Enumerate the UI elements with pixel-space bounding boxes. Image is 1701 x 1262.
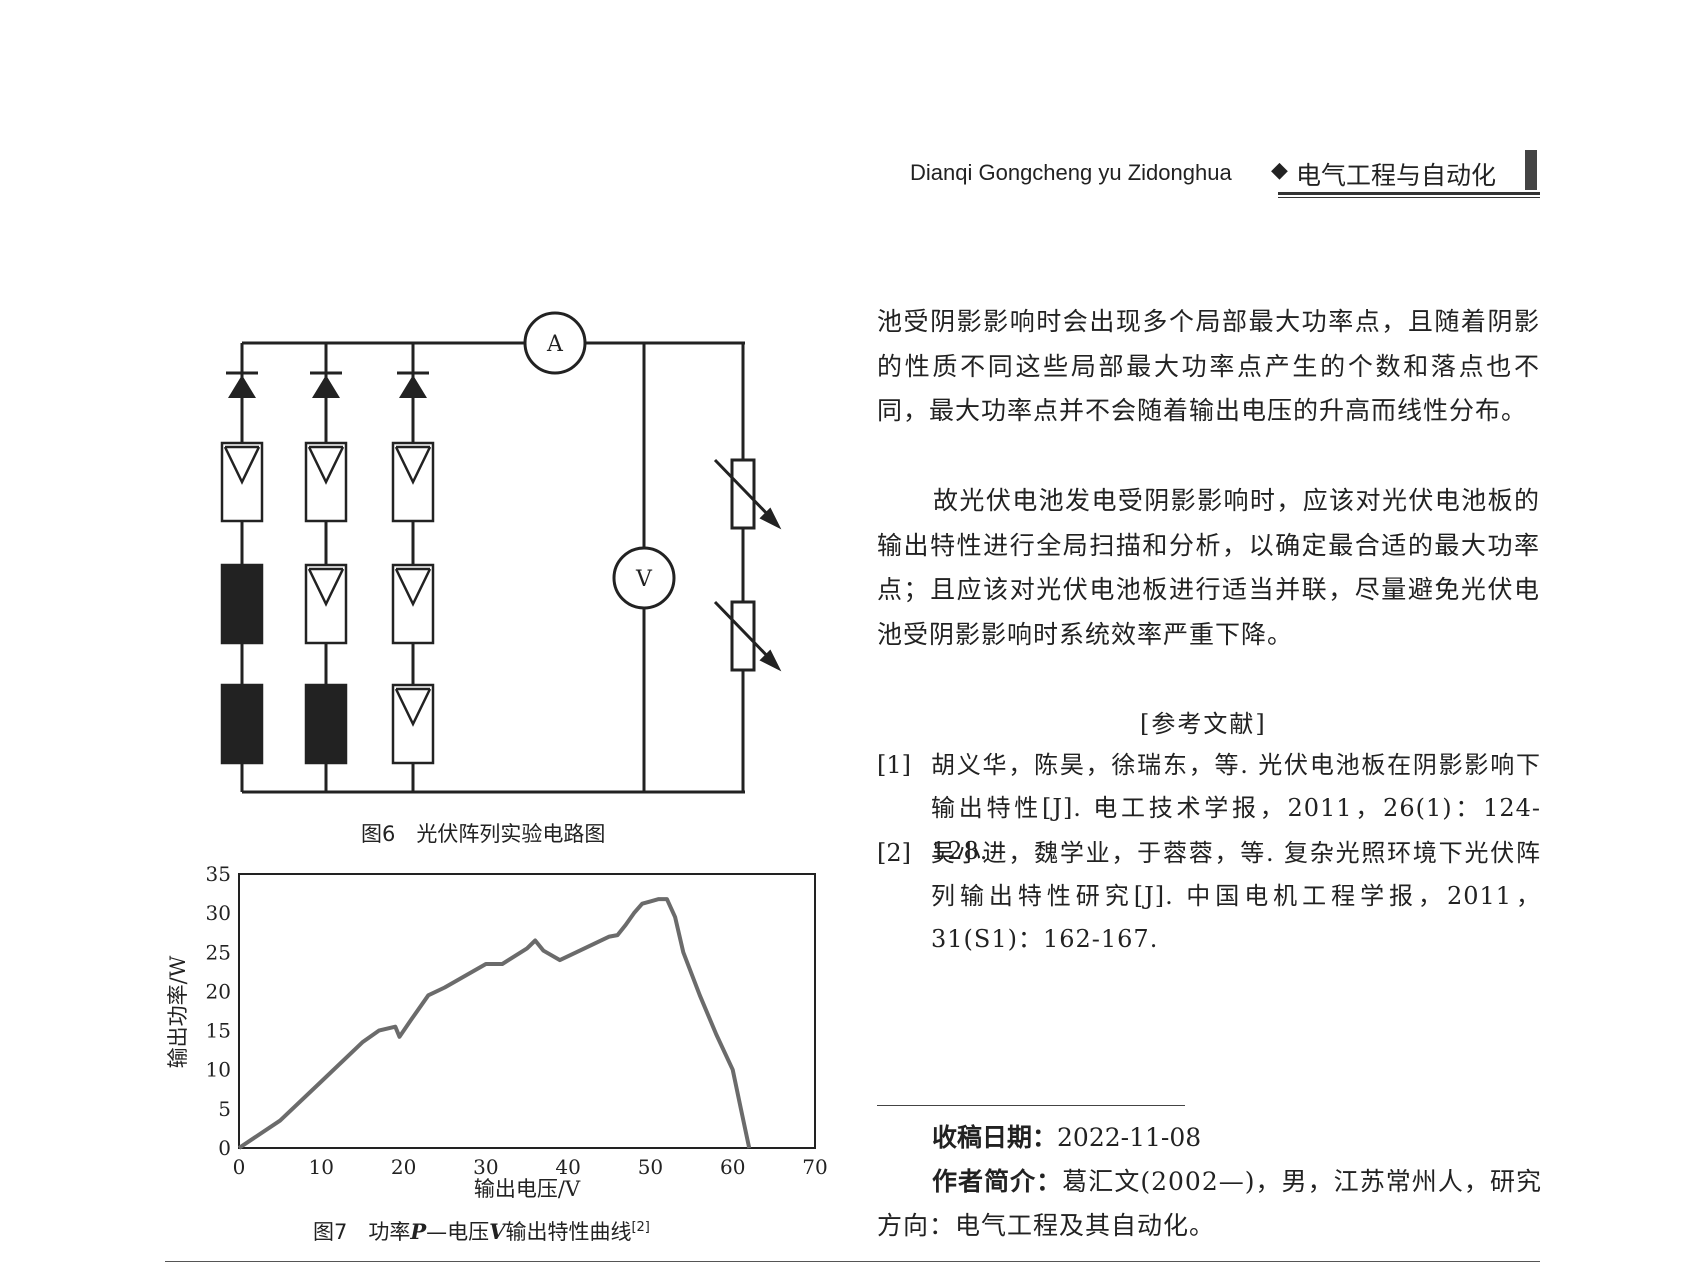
references-heading: [参考文献] [1140, 710, 1267, 738]
plot-frame [238, 873, 816, 1149]
pv-cell-icon-3-1 [391, 441, 435, 523]
pv-cell-icon-2-2 [304, 563, 348, 645]
received-label: 收稿日期： [932, 1123, 1058, 1152]
pv-cell-shaded-icon-2-3 [304, 683, 348, 765]
footnote-rule [877, 1105, 1185, 1106]
pv-cell-icon-3-3 [391, 683, 435, 765]
x-tick-label: 30 [473, 1155, 498, 1179]
y-tick-label: 35 [206, 862, 231, 886]
figure7-caption: 图7 功率P—电压V输出特性曲线[2] [313, 1216, 650, 1246]
paragraph-2: 故光伏电池发电受阴影影响时，应该对光伏电池板的输出特性进行全局扫描和分析，以确定… [877, 486, 1540, 649]
y-tick-label: 5 [218, 1097, 231, 1121]
pv-cell-icon-3-2 [391, 563, 435, 645]
header-block-marker [1525, 150, 1537, 190]
y-axis-label: 输出功率/W [166, 955, 190, 1068]
reference-item-2: [2] 吴小进，魏学业，于蓉蓉，等. 复杂光照环境下光伏阵列输出特性研究[J].… [877, 832, 1542, 962]
y-tick-label: 30 [206, 901, 231, 925]
x-axis-label: 输出电压/V [474, 1177, 581, 1201]
figure6-circuit-diagram: A V [220, 311, 782, 794]
diode-icon-2 [310, 371, 342, 398]
caption-symbol-v: V [489, 1219, 506, 1244]
x-tick-label: 40 [555, 1155, 580, 1179]
x-tick-label: 20 [391, 1155, 416, 1179]
pv-cell-shaded-icon-1-3 [220, 683, 264, 765]
x-tick-label: 60 [720, 1155, 745, 1179]
reference-text: 吴小进，魏学业，于蓉蓉，等. 复杂光照环境下光伏阵列输出特性研究[J]. 中国电… [931, 839, 1541, 953]
y-tick-label: 10 [206, 1058, 231, 1082]
journal-chinese-title: 电气工程与自动化 [1296, 161, 1497, 190]
paragraph-1: 池受阴影影响时会出现多个局部最大功率点，且随着阴影的性质不同这些局部最大功率点产… [877, 307, 1540, 425]
x-tick-label: 50 [638, 1155, 663, 1179]
diode-icon-1 [226, 371, 258, 398]
voltmeter-icon: V [612, 546, 676, 610]
reference-number: [1] [877, 751, 911, 779]
header-rule-thick [1278, 192, 1540, 195]
header-rule-thin [1278, 197, 1540, 198]
figure6-caption: 图6 光伏阵列实验电路图 [361, 822, 606, 846]
running-header: Dianqi Gongcheng yu Zidonghua ◆ 电气工程与自动化 [910, 150, 1550, 202]
author-value: 葛汇文(2002—)，男，江苏常州人，研究方向：电气工程及其自动化。 [877, 1167, 1542, 1240]
author-bio: 作者简介：葛汇文(2002—)，男，江苏常州人，研究方向：电气工程及其自动化。 [877, 1160, 1542, 1248]
caption-prefix: 图7 功率 [313, 1220, 411, 1244]
voltmeter-label: V [635, 567, 653, 592]
pv-cell-icon-2-1 [304, 441, 348, 523]
x-tick-label: 0 [233, 1155, 246, 1179]
ammeter-label: A [546, 332, 564, 357]
variable-resistor-icon-2 [713, 600, 782, 672]
y-tick-label: 15 [206, 1019, 231, 1043]
y-tick-label: 20 [206, 979, 231, 1003]
caption-mid: —电压 [426, 1220, 490, 1244]
caption-citation: [2] [631, 1220, 650, 1235]
received-date: 收稿日期：2022-11-08 [877, 1116, 1542, 1160]
x-tick-label: 10 [309, 1155, 334, 1179]
received-value: 2022-11-08 [1057, 1123, 1202, 1152]
reference-number: [2] [877, 839, 911, 867]
diamond-separator-icon: ◆ [1271, 158, 1288, 183]
journal-pinyin: Dianqi Gongcheng yu Zidonghua [910, 160, 1232, 185]
ammeter-icon: A [523, 311, 587, 375]
power-voltage-curve [237, 897, 752, 1150]
y-tick-label: 25 [206, 940, 231, 964]
y-tick-label: 0 [218, 1136, 231, 1160]
figure7-pv-chart: 0 5 10 15 20 25 30 35 0 10 20 30 40 50 60 70 输出电压/V 输出… [166, 862, 828, 1201]
variable-resistor-icon-1 [713, 458, 782, 530]
author-label: 作者简介： [932, 1167, 1063, 1196]
reference-text: 胡义华，陈昊，徐瑞东，等. 光伏电池板在阴影影响下输出特性[J]. 电工技术学报… [931, 751, 1541, 865]
pv-cell-icon-1-1 [220, 441, 264, 523]
caption-suffix: 输出特性曲线 [505, 1220, 632, 1244]
pv-cell-shaded-icon-1-2 [220, 563, 264, 645]
x-tick-label: 70 [802, 1155, 827, 1179]
caption-symbol-p: P [410, 1219, 427, 1244]
diode-icon-3 [397, 371, 429, 398]
reference-item-1: [1] 胡义华，陈昊，徐瑞东，等. 光伏电池板在阴影影响下输出特性[J]. 电工… [877, 744, 1542, 865]
